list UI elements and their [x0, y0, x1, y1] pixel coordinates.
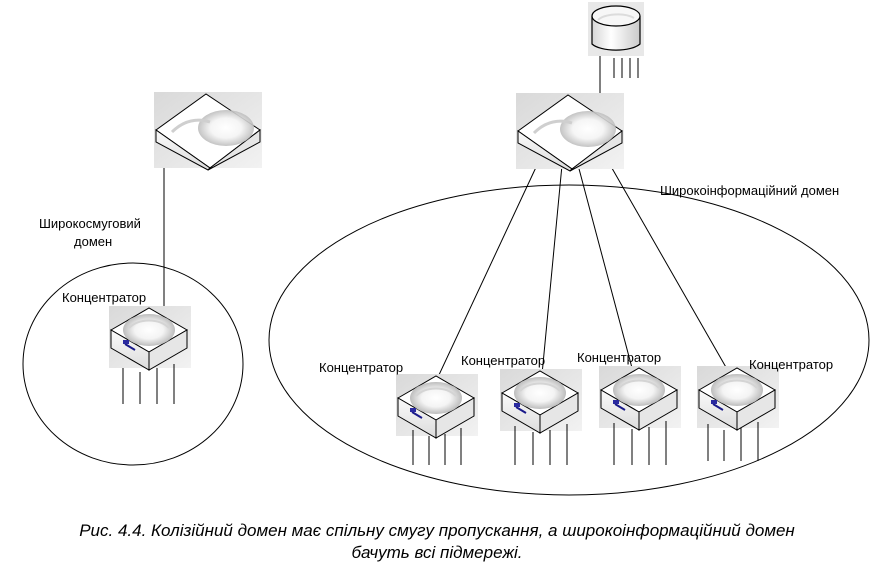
hub-2-icon — [499, 368, 583, 434]
label-broadband-domain-line2: домен — [74, 234, 112, 249]
label-hub-left: Концентратор — [62, 290, 146, 305]
link-router-hub2 — [540, 164, 563, 386]
hub-4-ports — [707, 422, 759, 461]
link-router-hub4 — [604, 155, 736, 384]
hub-1-ports — [412, 428, 462, 465]
caption-line2: бачуть всі підмережі. — [351, 543, 522, 562]
label-hub-1: Концентратор — [319, 360, 403, 375]
label-hub-2: Концентратор — [461, 353, 545, 368]
link-router-hub3 — [577, 164, 637, 384]
hub-left-icon — [108, 305, 192, 371]
router-right-icon — [514, 91, 626, 173]
caption-line1: Рис. 4.4. Колізійний домен має спільну с… — [79, 521, 795, 540]
router-left-icon — [152, 90, 264, 172]
link-router-hub1 — [430, 162, 539, 393]
collision-domain-ellipse — [22, 262, 244, 466]
label-hub-3: Концентратор — [577, 350, 661, 365]
hub-left-ports — [122, 364, 175, 404]
broadcast-domain-ellipse — [268, 184, 870, 496]
database-icon — [588, 2, 644, 56]
label-hub-4: Концентратор — [749, 357, 833, 372]
database-ports — [613, 58, 639, 78]
hub-4-icon — [696, 365, 780, 431]
label-broadband-domain-line1: Широкосмуговий — [39, 216, 141, 231]
hub-3-icon — [598, 365, 682, 431]
hub-3-ports — [613, 421, 667, 465]
hub-1-icon — [395, 373, 479, 439]
hub-2-ports — [514, 424, 568, 465]
label-broadcast-domain: Широкоінформаційний домен — [660, 183, 839, 198]
